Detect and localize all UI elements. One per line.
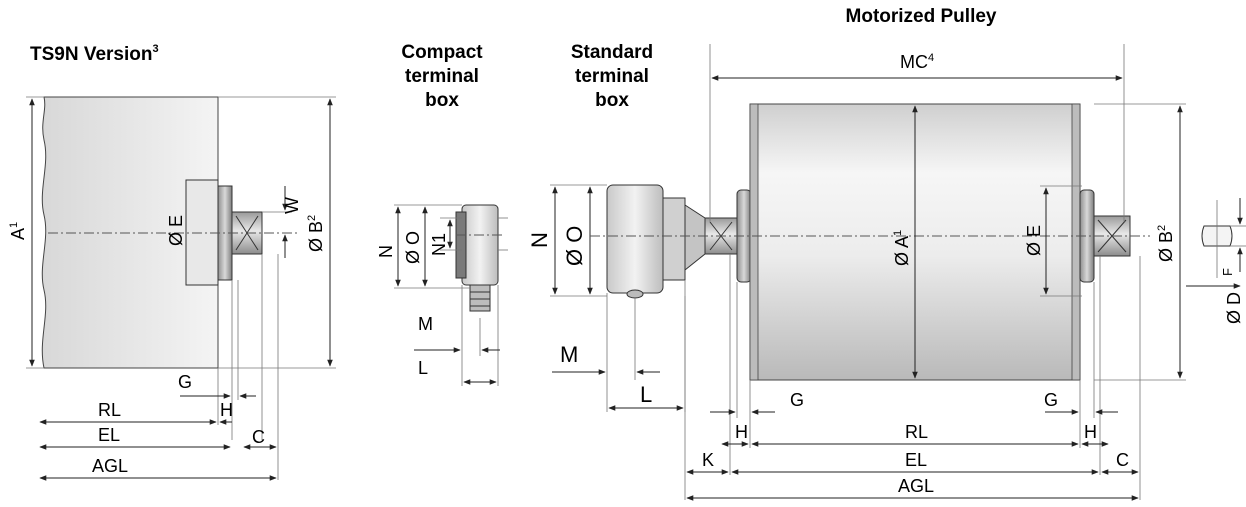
standard-box-body [606, 184, 664, 294]
dim-label-OB-ts9n: Ø B2 [306, 215, 326, 252]
dim-label-M-compact: M [418, 314, 433, 334]
dim-label-L-standard: L [640, 382, 652, 407]
title-ts9n: TS9N Version3 [30, 43, 159, 65]
dim-label-M-standard: M [560, 342, 578, 367]
dim-label-OE-pulley: Ø E [1024, 225, 1044, 256]
dim-label-L-compact: L [418, 358, 428, 378]
dim-label-AGL-pulley: AGL [898, 476, 934, 496]
standard-box-neck [662, 197, 686, 281]
dim-label-EL-pulley: EL [905, 450, 927, 470]
dim-label-N-compact: N [376, 245, 396, 258]
ts9n-shell [41, 96, 219, 369]
dim-label-OB-pulley: Ø B2 [1156, 225, 1176, 262]
dim-label-C-pulley: C [1116, 450, 1129, 470]
dim-label-MC: MC4 [900, 52, 934, 72]
dim-label-N-standard: N [527, 232, 552, 248]
dim-label-H-ts9n: H [220, 400, 233, 420]
dim-label-W: W [282, 197, 302, 214]
title-standard-1: Standard [571, 42, 653, 63]
compact-box-body [461, 204, 499, 286]
title-compact-3: box [425, 90, 459, 111]
title-compact-1: Compact [401, 42, 483, 63]
dim-label-G-ts9n: G [178, 372, 192, 392]
dim-label-N1: N1 [429, 233, 449, 256]
compact-cable-gland [469, 284, 491, 312]
dim-label-F: F [1220, 268, 1235, 276]
standard-terminal-box-view: N Ø O M L [527, 184, 706, 412]
dim-label-K: K [702, 450, 714, 470]
dim-label-C-ts9n: C [252, 427, 265, 447]
dim-label-OE-ts9n: Ø E [166, 215, 186, 246]
dim-label-OO-compact: Ø O [403, 231, 423, 264]
dim-label-H-right: H [1084, 422, 1097, 442]
standard-box-gland [626, 289, 644, 299]
titles: TS9N Version3 Compact terminal box Stand… [30, 6, 997, 111]
dim-label-RL-ts9n: RL [98, 400, 121, 420]
dim-label-AGL-ts9n: AGL [92, 456, 128, 476]
title-motorized-pulley: Motorized Pulley [846, 6, 997, 27]
dim-label-OO-standard: Ø O [562, 226, 587, 266]
ts9n-view: A1 Ø E W Ø B2 G RL H EL C [8, 96, 336, 481]
dim-label-H-left: H [735, 422, 748, 442]
compact-terminal-box-view: N Ø O N1 M L [376, 204, 508, 386]
dim-label-G-left: G [790, 390, 804, 410]
dim-label-EL-ts9n: EL [98, 425, 120, 445]
compact-box-cap [455, 211, 467, 279]
motorized-pulley-view: MC4 Ø A1 Ø E Ø B2 F Ø D [590, 44, 1246, 501]
dim-label-RL-pulley: RL [905, 422, 928, 442]
title-standard-2: terminal [575, 66, 649, 87]
dim-label-A: A1 [8, 222, 28, 240]
title-standard-3: box [595, 90, 629, 111]
dim-label-OD: Ø D [1224, 292, 1244, 324]
standard-box-adapter [684, 204, 706, 272]
title-compact-2: terminal [405, 66, 479, 87]
dim-label-G-right: G [1044, 390, 1058, 410]
dim-label-OA-pulley: Ø A1 [892, 230, 912, 266]
